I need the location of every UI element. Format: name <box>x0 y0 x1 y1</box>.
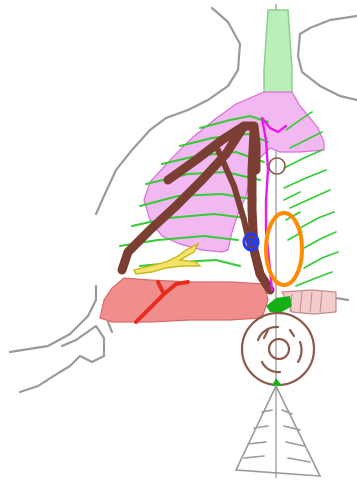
target-inner <box>269 339 289 359</box>
fascia-line <box>284 192 300 200</box>
inner-arm-outline <box>108 322 112 332</box>
fascia-line <box>284 150 322 168</box>
fascia-line <box>304 252 338 268</box>
triangle-hatch <box>262 410 272 412</box>
fascia-line <box>296 272 332 286</box>
small-node-circle <box>269 158 285 174</box>
target-arc <box>298 342 302 362</box>
target-circle-icon <box>242 313 314 385</box>
target-mark <box>290 330 294 336</box>
triangle-outline <box>236 386 320 476</box>
neck-right-outline <box>300 16 357 34</box>
fascia-line <box>300 212 334 228</box>
green-mark-upper <box>266 296 292 312</box>
triangle-icon <box>236 386 320 476</box>
triangle-hatch <box>282 410 292 414</box>
shoulder-right-outline <box>298 34 357 100</box>
fascia-line <box>284 170 326 188</box>
arm-outline <box>20 326 104 392</box>
vein-branch-icon <box>134 244 200 274</box>
fascia-line <box>290 190 330 208</box>
triangle-hatch <box>288 458 310 462</box>
axilla-outline <box>336 298 348 300</box>
triangle-hatch <box>284 426 300 430</box>
triangle-hatch <box>248 442 266 444</box>
target-outer <box>242 313 314 385</box>
trachea-icon <box>264 10 292 96</box>
fascia-line <box>304 232 336 248</box>
triangle-hatch <box>244 456 264 458</box>
vessel-ring-icon <box>266 213 302 285</box>
target-arc <box>262 362 280 372</box>
chest-left-outline <box>10 286 96 352</box>
triangle-hatch <box>286 442 304 446</box>
green-mark-lower <box>272 378 282 386</box>
